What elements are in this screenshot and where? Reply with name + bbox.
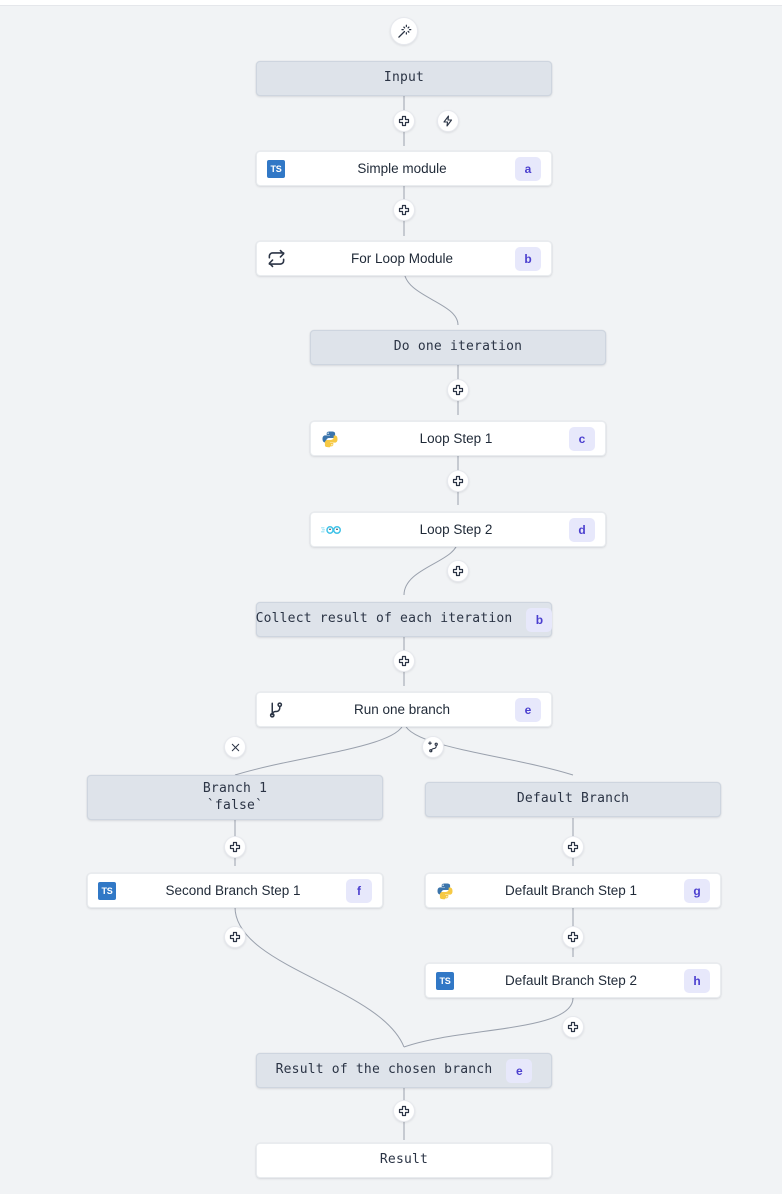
node-label: Result (379, 1152, 429, 1168)
node-do-one-iteration[interactable]: Do one iteration (310, 330, 606, 365)
lightning-icon (442, 115, 454, 127)
edge-h-chosen (403, 997, 574, 1048)
add-step-collect-e-button[interactable] (393, 650, 415, 672)
plus-icon (567, 931, 579, 943)
git-branch-icon (267, 701, 289, 719)
add-step-d-collect-button[interactable] (447, 560, 469, 582)
add-step-chosen-result-button[interactable] (393, 1100, 415, 1122)
python-icon (436, 882, 458, 900)
top-divider-bar (0, 0, 782, 6)
node-label: Do one iteration (393, 339, 523, 355)
node-label: Default Branch Step 2 (504, 972, 638, 988)
node-badge: e (506, 1058, 533, 1083)
workflow-canvas[interactable]: Input TS Simple module a For Loop Module… (0, 7, 782, 1194)
node-badge: c (569, 426, 595, 451)
add-step-f-chosen-button[interactable] (224, 926, 246, 948)
node-default-branch[interactable]: Default Branch (425, 782, 721, 817)
plus-icon (398, 115, 410, 127)
plus-icon (398, 655, 410, 667)
typescript-icon: TS (267, 159, 289, 178)
add-trigger-button[interactable] (437, 110, 459, 132)
node-badge: b (526, 607, 553, 632)
node-chosen-branch-result[interactable]: Result of the chosen branch e (256, 1053, 552, 1088)
plus-icon (398, 204, 410, 216)
node-badge: h (684, 968, 710, 993)
node-badge: e (515, 697, 541, 722)
plus-icon (567, 1021, 579, 1033)
plus-icon (452, 565, 464, 577)
plus-icon (452, 384, 464, 396)
node-label: Result of the chosen branch (275, 1062, 493, 1078)
node-result[interactable]: Result (256, 1143, 552, 1178)
node-label: For Loop Module (350, 250, 454, 266)
typescript-icon: TS (436, 971, 458, 990)
add-step-iteration-c-button[interactable] (447, 379, 469, 401)
plus-icon (567, 841, 579, 853)
node-collect-result[interactable]: Collect result of each iteration b (255, 602, 553, 637)
node-badge: d (569, 517, 595, 542)
node-second-branch-step-1[interactable]: TS Second Branch Step 1 f (87, 873, 383, 908)
node-badge: g (684, 878, 710, 903)
python-icon (321, 430, 343, 448)
edge-b-iteration (403, 269, 459, 326)
go-icon (321, 524, 343, 536)
node-badge: a (515, 156, 541, 181)
add-step-input-a-button[interactable] (393, 110, 415, 132)
node-badge: f (346, 878, 372, 903)
add-step-h-chosen-button[interactable] (562, 1016, 584, 1038)
node-label: Default Branch Step 1 (504, 882, 638, 898)
add-step-c-d-button[interactable] (447, 470, 469, 492)
add-step-a-b-button[interactable] (393, 199, 415, 221)
node-default-branch-step-1[interactable]: Default Branch Step 1 g (425, 873, 721, 908)
ai-assistant-button[interactable] (390, 17, 418, 45)
node-default-branch-step-2[interactable]: TS Default Branch Step 2 h (425, 963, 721, 998)
magic-wand-icon (397, 24, 412, 39)
node-label: Run one branch (353, 701, 451, 717)
node-label: Collect result of each iteration (255, 611, 513, 627)
node-for-loop-module[interactable]: For Loop Module b (256, 241, 552, 276)
node-label: Second Branch Step 1 (165, 882, 301, 898)
plus-icon (229, 841, 241, 853)
node-label: Input (383, 70, 425, 86)
node-label: Default Branch (516, 791, 630, 807)
node-run-one-branch[interactable]: Run one branch e (256, 692, 552, 727)
add-step-default-g-button[interactable] (562, 836, 584, 858)
typescript-icon: TS (98, 881, 120, 900)
node-label: Simple module (357, 160, 447, 176)
plus-icon (229, 931, 241, 943)
add-step-branch1-f-button[interactable] (224, 836, 246, 858)
add-branch-button[interactable] (422, 736, 444, 758)
add-step-g-h-button[interactable] (562, 926, 584, 948)
node-loop-step-1[interactable]: Loop Step 1 c (310, 421, 606, 456)
node-label: Branch 1 `false` (202, 780, 268, 813)
repeat-icon (267, 249, 289, 268)
node-label: Loop Step 2 (419, 521, 493, 537)
node-branch-1[interactable]: Branch 1 `false` (87, 775, 383, 820)
plus-icon (452, 475, 464, 487)
node-simple-module[interactable]: TS Simple module a (256, 151, 552, 186)
node-input[interactable]: Input (256, 61, 552, 96)
add-branch-icon (427, 740, 440, 754)
edge-e-branch1 (234, 720, 405, 776)
delete-branch-button[interactable] (224, 736, 246, 758)
node-label: Loop Step 1 (419, 430, 493, 446)
plus-icon (398, 1105, 410, 1117)
edge-f-chosen (234, 906, 405, 1048)
node-loop-step-2[interactable]: Loop Step 2 d (310, 512, 606, 547)
close-icon (230, 742, 241, 753)
node-badge: b (515, 246, 541, 271)
